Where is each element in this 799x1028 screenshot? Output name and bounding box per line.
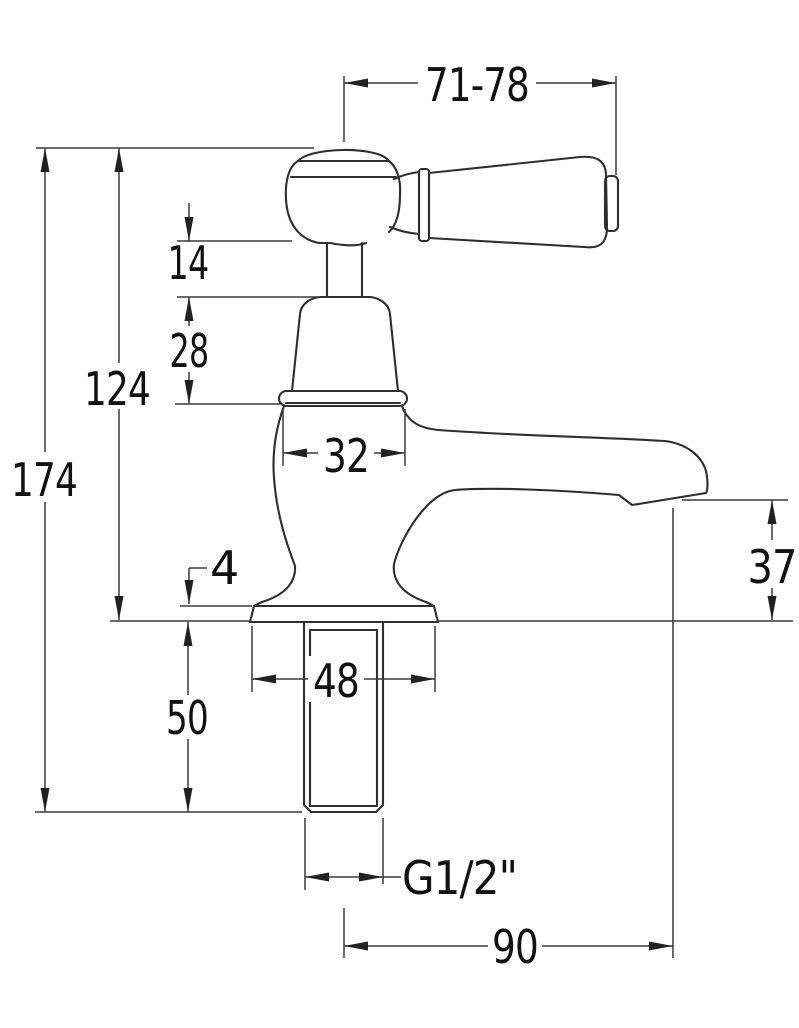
arrow-thread-right xyxy=(359,872,383,882)
arrow-90-right xyxy=(649,941,673,951)
arrow-37-bottom xyxy=(767,596,777,620)
tap-outline xyxy=(248,148,709,814)
thread-outer-right xyxy=(374,620,385,814)
label-body-width: 32 xyxy=(323,429,369,483)
dimension-lines xyxy=(35,76,793,958)
label-spout-reach: 90 xyxy=(492,920,538,974)
label-handle-clearance: 14 xyxy=(168,236,209,290)
handle-lever xyxy=(427,155,609,249)
label-handle-span: 71-78 xyxy=(425,58,529,112)
arrow-124-bottom xyxy=(114,596,124,620)
handle-ferrule xyxy=(417,167,431,243)
label-base-thickness: 4 xyxy=(210,541,238,595)
label-spout-outlet-height: 37 xyxy=(748,540,797,594)
arrow-124-top xyxy=(114,148,124,172)
arrow-32-right xyxy=(381,448,405,458)
handle-end-cap xyxy=(603,174,620,233)
label-thread-size: G1/2" xyxy=(402,851,517,905)
handle-neck-bottom xyxy=(388,225,421,236)
label-base-width: 48 xyxy=(313,654,359,708)
bonnet xyxy=(290,295,400,393)
arrow-7178-left xyxy=(344,78,368,88)
arrow-32-left xyxy=(283,448,307,458)
label-headwork-height: 28 xyxy=(170,324,209,378)
arrow-50-top xyxy=(183,622,193,646)
spout xyxy=(392,404,709,608)
arrow-28-bottom xyxy=(184,380,194,404)
base-plate xyxy=(248,604,440,624)
arrow-48-left xyxy=(252,674,276,684)
collar-ring xyxy=(277,389,409,408)
handle-neck-top xyxy=(392,170,421,181)
arrow-50-bottom xyxy=(183,788,193,812)
arrow-28-top xyxy=(184,297,194,321)
handle-ball-right xyxy=(386,158,402,234)
arrow-7178-right xyxy=(592,78,616,88)
arrow-thread-left xyxy=(305,872,329,882)
thread-inner xyxy=(308,628,379,808)
arrow-90-left xyxy=(344,941,368,951)
handle-ball-left xyxy=(284,159,368,247)
arrow-4-down xyxy=(184,580,194,604)
arrow-174-top xyxy=(40,148,50,172)
label-deck-height: 124 xyxy=(84,362,150,416)
arrow-48-right xyxy=(411,674,435,684)
dimension-labels: 71-78 174 124 14 28 32 37 4 50 48 G1/2" … xyxy=(8,58,799,974)
thread-outer-left xyxy=(302,620,313,814)
arrow-174-bottom xyxy=(40,788,50,812)
body-left-edge xyxy=(252,404,297,608)
handle-dome xyxy=(296,148,390,163)
label-tail-length: 50 xyxy=(166,691,208,745)
label-overall-height: 174 xyxy=(11,453,77,507)
arrow-14-down xyxy=(184,217,194,241)
arrow-37-top xyxy=(767,500,777,524)
